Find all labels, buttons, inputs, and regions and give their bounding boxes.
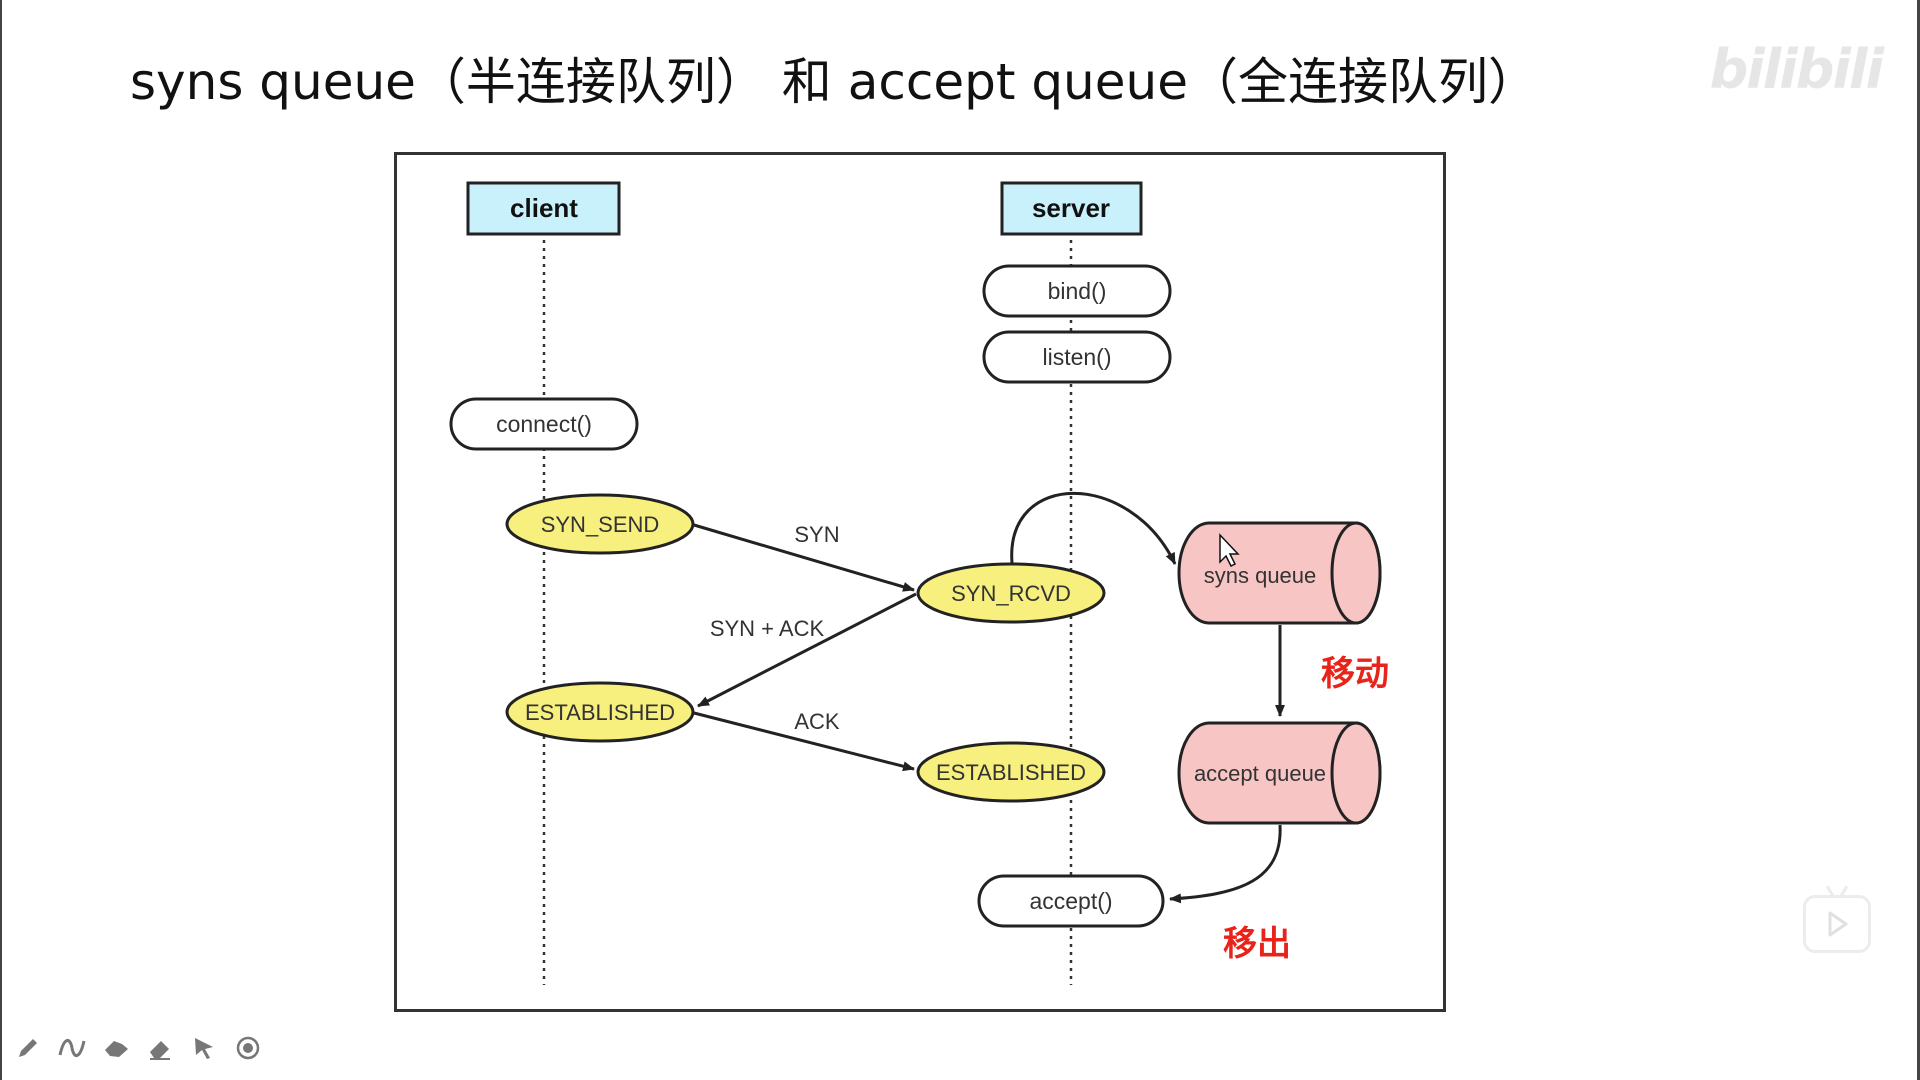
annotation-toolbar bbox=[14, 1034, 262, 1062]
server-label: server bbox=[1032, 193, 1110, 223]
client-established-state: ESTABLISHED bbox=[505, 681, 695, 743]
curve-icon[interactable] bbox=[58, 1034, 86, 1062]
accept-call: accept() bbox=[977, 874, 1165, 928]
ack-message-label: ACK bbox=[794, 709, 840, 734]
connect-label: connect() bbox=[496, 411, 592, 437]
bilibili-watermark: bilibili bbox=[1709, 38, 1884, 101]
client-syn-send-state: SYN_SEND bbox=[505, 493, 695, 555]
accept-queue-label: accept queue bbox=[1194, 761, 1326, 786]
server-established-state: ESTABLISHED bbox=[916, 741, 1106, 803]
move-out-annotation: 移出 bbox=[1223, 924, 1291, 964]
server-header: server bbox=[1000, 181, 1143, 236]
accept-queue-cylinder: accept queue bbox=[1177, 721, 1382, 825]
bind-call: bind() bbox=[982, 264, 1172, 318]
syn-ack-arrow bbox=[697, 592, 917, 708]
server-established-label: ESTABLISHED bbox=[936, 760, 1086, 785]
client-label: client bbox=[510, 193, 578, 223]
left-border bbox=[0, 0, 2, 1080]
accept-label: accept() bbox=[1029, 888, 1112, 914]
play-icon bbox=[1828, 911, 1848, 937]
syn-message-label: SYN bbox=[794, 522, 839, 547]
move-annotation: 移动 bbox=[1321, 654, 1389, 694]
connect-call: connect() bbox=[449, 397, 639, 451]
syn-send-label: SYN_SEND bbox=[541, 512, 660, 537]
pen-icon[interactable] bbox=[14, 1034, 42, 1062]
highlighter-icon[interactable] bbox=[102, 1034, 130, 1062]
play-button-ears-icon bbox=[1825, 885, 1849, 897]
listen-call: listen() bbox=[982, 330, 1172, 384]
syns-queue-cylinder: syns queue bbox=[1177, 521, 1382, 625]
client-header: client bbox=[466, 181, 621, 236]
syns-queue-label: syns queue bbox=[1204, 563, 1317, 588]
slide-title: syns queue（半连接队列） 和 accept queue（全连接队列） bbox=[130, 53, 1538, 111]
mouse-cursor-icon bbox=[1219, 533, 1240, 568]
pointer-icon[interactable] bbox=[190, 1034, 218, 1062]
record-icon[interactable] bbox=[234, 1034, 262, 1062]
listen-label: listen() bbox=[1042, 344, 1111, 370]
server-syn-rcvd-state: SYN_RCVD bbox=[916, 562, 1106, 624]
ack-arrow bbox=[693, 711, 915, 772]
client-established-label: ESTABLISHED bbox=[525, 700, 675, 725]
right-border bbox=[1917, 0, 1920, 1080]
play-button[interactable] bbox=[1803, 895, 1871, 953]
syn-ack-message-label: SYN + ACK bbox=[710, 616, 825, 641]
enqueue-syns-arrow bbox=[1010, 491, 1177, 565]
dequeue-accept-arrow bbox=[1169, 824, 1282, 904]
syn-arrow bbox=[693, 523, 915, 592]
eraser-icon[interactable] bbox=[146, 1034, 174, 1062]
syn-rcvd-label: SYN_RCVD bbox=[951, 581, 1071, 606]
bind-label: bind() bbox=[1048, 278, 1107, 304]
